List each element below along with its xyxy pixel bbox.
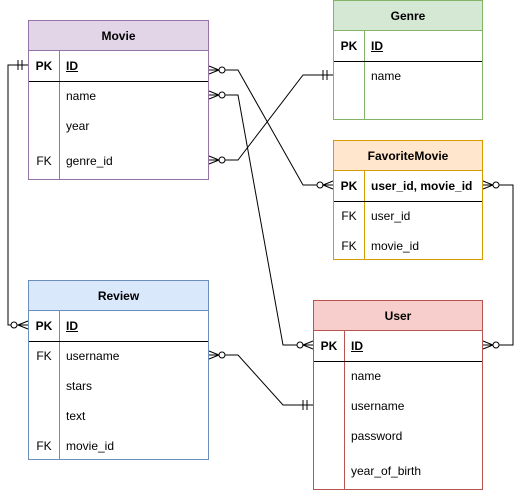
cardinality-zero-circle xyxy=(492,181,500,189)
table-row: name xyxy=(314,361,482,391)
table-row: FK username xyxy=(29,341,208,371)
table-row: FK movie_id xyxy=(29,431,208,461)
attribute-name: movie_id xyxy=(66,439,115,453)
connector-movie-favorite xyxy=(209,69,333,186)
key-label: FK xyxy=(36,439,52,453)
table-row: text xyxy=(29,401,208,431)
attribute-name: stars xyxy=(66,379,93,393)
key-label: FK xyxy=(36,349,52,363)
table-row: PK ID xyxy=(29,51,208,82)
table-row: PK user_id, movie_id xyxy=(334,171,482,202)
entity-title: FavoriteMovie xyxy=(334,141,482,171)
attribute-name: ID xyxy=(66,319,78,333)
table-row: year xyxy=(29,111,208,141)
connector-movie-user xyxy=(209,94,313,346)
attribute-name: ID xyxy=(371,39,383,53)
cardinality-zero-circle xyxy=(218,91,226,99)
entity-title: Genre xyxy=(334,1,482,31)
attribute-name: genre_id xyxy=(66,154,113,168)
entity-title: Movie xyxy=(29,21,208,51)
attribute-name: year xyxy=(66,119,90,133)
column-divider xyxy=(364,31,365,119)
table-row: name xyxy=(334,61,482,91)
connector-review-user xyxy=(209,354,313,406)
table-row: stars xyxy=(29,371,208,401)
attribute-name: password xyxy=(351,429,403,443)
cardinality-zero-circle xyxy=(218,351,226,359)
entity-title: Review xyxy=(29,281,208,311)
cardinality-many-crowfoot xyxy=(16,320,29,330)
cardinality-zero-circle xyxy=(218,156,226,164)
key-label: PK xyxy=(35,59,53,73)
entity-favorite-movie[interactable]: FavoriteMovie PK user_id, movie_id FK us… xyxy=(333,140,483,260)
column-divider xyxy=(59,51,60,179)
attribute-name: movie_id xyxy=(371,239,420,253)
attribute-name: ID xyxy=(66,59,78,73)
table-row: name xyxy=(29,81,208,111)
cardinality-many-crowfoot xyxy=(321,180,334,190)
cardinality-zero-circle xyxy=(218,66,226,74)
table-row: year_of_birth xyxy=(314,456,482,486)
table-row: PK ID xyxy=(334,31,482,62)
cardinality-many-crowfoot xyxy=(301,340,314,350)
connector-movie-genre xyxy=(209,74,333,161)
attribute-name: user_id xyxy=(371,209,411,223)
entity-review[interactable]: Review PK ID FK username stars text FK m… xyxy=(28,280,209,460)
attribute-name: username xyxy=(66,349,120,363)
entity-movie[interactable]: Movie PK ID name year FK genre_id xyxy=(28,20,209,180)
key-label: PK xyxy=(340,39,358,53)
attribute-name: year_of_birth xyxy=(351,464,422,478)
entity-title: User xyxy=(314,301,482,331)
entity-user[interactable]: User PK ID name username password year_o… xyxy=(313,300,483,490)
attribute-name: username xyxy=(351,399,405,413)
table-row: PK ID xyxy=(314,331,482,362)
table-row: FK movie_id xyxy=(334,231,482,261)
column-divider xyxy=(59,311,60,459)
cardinality-zero-circle xyxy=(10,321,18,329)
table-row: PK ID xyxy=(29,311,208,342)
connector-favorite-user xyxy=(483,184,514,346)
attribute-name: name xyxy=(66,89,97,103)
attribute-name: user_id, movie_id xyxy=(371,179,473,193)
key-label: PK xyxy=(35,319,53,333)
table-row: password xyxy=(314,421,482,451)
key-label: FK xyxy=(341,209,357,223)
attribute-name: name xyxy=(351,369,382,383)
entity-genre[interactable]: Genre PK ID name xyxy=(333,0,483,120)
key-label: FK xyxy=(341,239,357,253)
connector-movie-review xyxy=(7,64,28,326)
column-divider xyxy=(344,331,345,489)
key-label: FK xyxy=(36,154,52,168)
table-row: FK user_id xyxy=(334,201,482,231)
table-row: FK genre_id xyxy=(29,146,208,176)
key-label: PK xyxy=(340,179,358,193)
attribute-name: ID xyxy=(351,339,363,353)
table-row: username xyxy=(314,391,482,421)
attribute-name: text xyxy=(66,409,86,423)
key-label: PK xyxy=(320,339,338,353)
cardinality-zero-circle xyxy=(492,341,500,349)
column-divider xyxy=(364,171,365,259)
attribute-name: name xyxy=(371,69,402,83)
